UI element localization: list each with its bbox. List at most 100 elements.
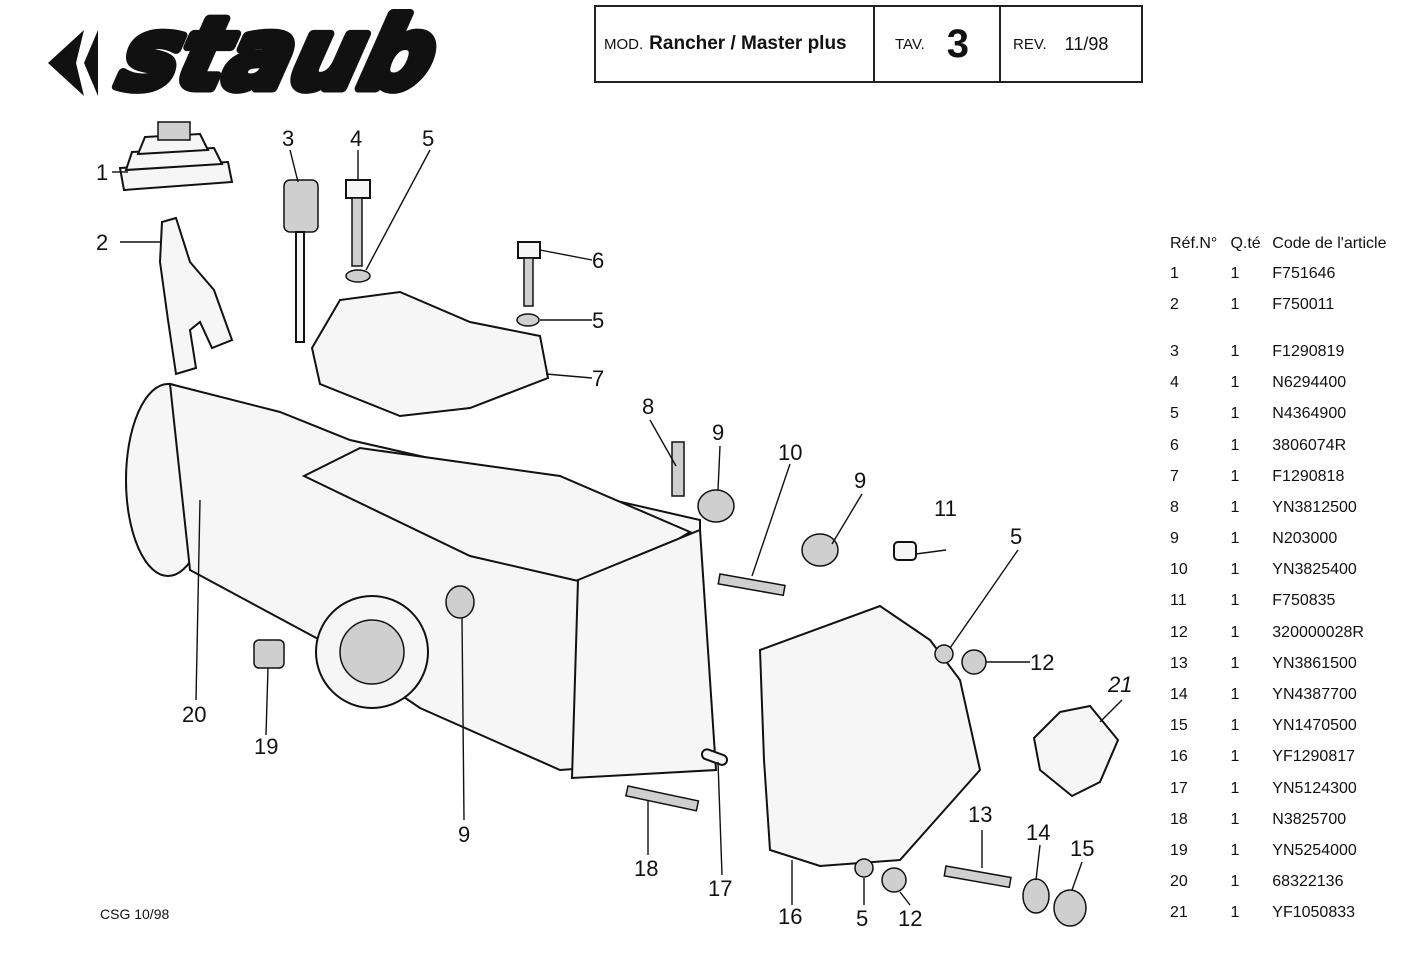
callout-12a: 12 <box>1030 650 1054 675</box>
washer-part <box>934 644 954 664</box>
qty-cell: 1 <box>1230 748 1240 766</box>
nut-part-2 <box>881 867 907 893</box>
callout-10: 10 <box>778 440 802 465</box>
ref-cell: 2 <box>1170 295 1179 313</box>
code-cell: F1290818 <box>1272 467 1345 485</box>
ref-cell: 8 <box>1170 498 1179 516</box>
shift-fork-part <box>158 216 234 376</box>
revision-value: 11/98 <box>1064 33 1109 54</box>
dowel-pin-part <box>700 748 729 766</box>
callout-15: 15 <box>1070 836 1094 861</box>
logo-wordmark: staub <box>109 8 448 100</box>
callout-20: 20 <box>182 702 206 727</box>
callout-17: 17 <box>708 876 732 901</box>
ref-cell: 10 <box>1170 561 1188 579</box>
callout-13: 13 <box>968 802 992 827</box>
drain-plug-part <box>253 639 285 669</box>
table-row: 2 1 F750011 <box>1166 289 1402 320</box>
code-cell: 3806074R <box>1272 436 1347 454</box>
code-cell: YN1470500 <box>1272 717 1357 735</box>
callout-5d: 5 <box>856 906 868 931</box>
header-ref: Réf.N° <box>1170 235 1218 252</box>
model-cell: MOD. Rancher / Master plus <box>596 7 875 81</box>
code-cell: YN3812500 <box>1272 498 1357 516</box>
tav-label: TAV. <box>895 35 925 53</box>
qty-cell: 1 <box>1230 904 1240 922</box>
qty-cell: 1 <box>1230 467 1240 485</box>
footer-code: CSG 10/98 <box>100 906 170 922</box>
top-cover-part <box>310 290 550 418</box>
mod-label: MOD. <box>604 35 644 53</box>
code-cell: N4364900 <box>1272 405 1347 423</box>
ref-cell: 3 <box>1170 342 1179 360</box>
title-block: MOD. Rancher / Master plus TAV. 3 REV. 1… <box>594 5 1143 83</box>
code-cell: N203000 <box>1272 530 1338 548</box>
ref-cell: 6 <box>1170 436 1179 454</box>
rev-label: REV. <box>1013 35 1047 53</box>
leader-lines <box>112 149 1123 906</box>
gear-boot-part <box>118 121 234 192</box>
gasket-part <box>1032 704 1120 798</box>
rear-stud-part <box>943 865 1012 889</box>
callout-8: 8 <box>642 394 654 419</box>
qty-cell: 1 <box>1230 295 1240 313</box>
callout-6: 6 <box>592 248 604 273</box>
model-name: Rancher / Master plus <box>649 33 847 54</box>
logo-wordmark-fill: staub <box>109 8 448 100</box>
oil-seal-part-2 <box>801 533 839 567</box>
callout-3: 3 <box>282 126 294 151</box>
plug-part <box>893 541 917 561</box>
washer-part-2 <box>854 858 874 878</box>
callout-14: 14 <box>1026 820 1050 845</box>
callout-16: 16 <box>778 904 802 929</box>
callout-9b: 9 <box>854 468 866 493</box>
qty-cell: 1 <box>1230 779 1240 797</box>
rear-cover-part <box>758 604 982 868</box>
ref-cell: 1 <box>1170 264 1179 282</box>
ref-cell: 21 <box>1170 904 1188 922</box>
callout-4: 4 <box>350 126 362 151</box>
qty-cell: 1 <box>1230 405 1240 423</box>
qty-cell: 1 <box>1230 841 1240 859</box>
ref-cell: 7 <box>1170 467 1179 485</box>
code-cell: YN5254000 <box>1272 841 1357 859</box>
ref-cell: 12 <box>1170 623 1188 641</box>
code-cell: F1290819 <box>1272 342 1345 360</box>
qty-cell: 1 <box>1230 374 1240 392</box>
code-cell: F750011 <box>1272 295 1335 313</box>
table-header-row: Réf.N° Q.té Code de l'article <box>1166 230 1402 258</box>
qty-cell: 1 <box>1230 530 1240 548</box>
short-bolt-part <box>516 241 541 327</box>
ref-cell: 11 <box>1170 592 1187 610</box>
gearbox-housing-part <box>125 382 718 780</box>
code-cell: F750835 <box>1272 592 1336 610</box>
callout-11: 11 <box>934 496 957 521</box>
code-cell: YF1050833 <box>1272 904 1356 922</box>
ref-cell: 16 <box>1170 748 1188 766</box>
cap-nut-part <box>1053 889 1087 927</box>
callout-21: 21 <box>1107 672 1132 697</box>
qty-cell: 1 <box>1230 592 1240 610</box>
callout-12b: 12 <box>898 906 922 931</box>
callout-5a: 5 <box>422 126 434 151</box>
nut-part <box>961 649 987 675</box>
callout-1: 1 <box>96 160 108 185</box>
table-row: 21 1 YF1050833 <box>1166 898 1402 929</box>
ref-cell: 4 <box>1170 374 1179 392</box>
oil-seal-part <box>697 489 735 523</box>
ref-cell: 13 <box>1170 654 1188 672</box>
